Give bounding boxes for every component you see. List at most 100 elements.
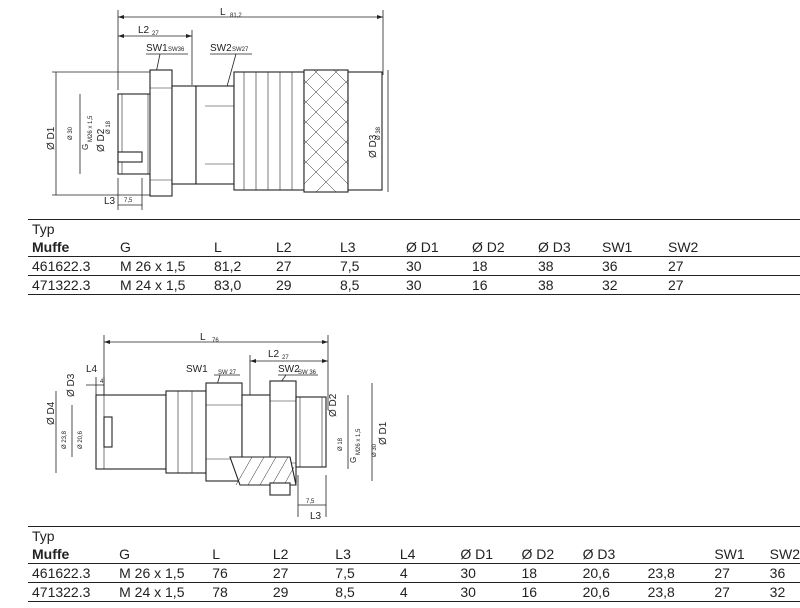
table-cell: M 24 x 1,5: [115, 582, 209, 602]
table-cell: 30: [402, 275, 468, 295]
typ-label: Typ: [28, 526, 800, 545]
typ-label: Typ: [28, 219, 800, 238]
dim-L2-label: L2: [268, 349, 280, 360]
table-cell: 471322.3: [28, 582, 116, 602]
table-cell: 81,2: [210, 256, 272, 276]
table-row: 471322.3 M 24 x 1,5 78 29 8,5 4 30 16 20…: [28, 582, 800, 602]
header-cell: G: [119, 546, 130, 562]
dim-L4-value: 4: [100, 379, 104, 385]
dim-D1-label: Ø D1: [378, 421, 389, 445]
header-cell: SW1: [602, 239, 633, 255]
coupling-drawing-bottom-svg: L 76 L2 27 L4 4 SW1 SW 27 SW2 SW 36: [46, 332, 389, 522]
sw1-value: SW 27: [218, 370, 237, 376]
header-cell: SW2: [769, 546, 800, 562]
header-cell: Ø D2: [521, 546, 555, 562]
table-cell: 8,5: [336, 275, 402, 295]
header-cell: L3: [335, 546, 351, 562]
coupling-drawing-top: L 81,2 L2 27 SW1 SW36 SW2 SW27: [0, 0, 800, 215]
table-cell: 38: [534, 275, 598, 295]
dim-L2-value: 27: [152, 31, 159, 37]
table-cell: 20,6: [578, 582, 644, 602]
dim-L-label: L: [220, 7, 226, 18]
dim-D3-value: Ø 20,6: [78, 430, 84, 449]
dim-L2-label: L2: [138, 25, 150, 36]
sw1-label: SW1: [146, 43, 168, 54]
header-cell: Muffe: [32, 239, 70, 255]
header-cell: [644, 545, 711, 564]
table-header-row: Muffe G L L2 L3 L4 Ø D1 Ø D2 Ø D3 SW1 SW…: [28, 545, 800, 564]
table-cell: 38: [534, 256, 598, 276]
sw1-label: SW1: [186, 364, 208, 375]
sw2-label: SW2: [210, 43, 232, 54]
table-cell: 27: [710, 582, 766, 602]
table-cell: 32: [598, 275, 664, 295]
table-cell: 461622.3: [28, 563, 116, 583]
dim-D3-label: Ø D3: [66, 373, 77, 397]
table-cell: 27: [664, 256, 800, 276]
table-cell: 78: [208, 582, 269, 602]
table-cell: 36: [765, 563, 800, 583]
header-cell: G: [120, 239, 131, 255]
spec-table-top: Typ Muffe G L L2 L3 Ø D1 Ø D2 Ø D3 SW1 S…: [28, 219, 800, 295]
table-row: 461622.3 M 26 x 1,5 76 27 7,5 4 30 18 20…: [28, 563, 800, 583]
table-cell: 471322.3: [28, 275, 116, 295]
table-cell: 27: [272, 256, 336, 276]
header-cell: L2: [276, 239, 292, 255]
table-cell: 16: [517, 582, 579, 602]
dim-D1-label: Ø D1: [46, 126, 57, 150]
table-cell: 36: [598, 256, 664, 276]
table-cell: 30: [456, 563, 518, 583]
table-cell: 4: [395, 563, 457, 583]
coupling-drawing-bottom: L 76 L2 27 L4 4 SW1 SW 27 SW2 SW 36: [0, 325, 800, 525]
header-cell: L2: [272, 546, 289, 562]
header-cell: Ø D1: [406, 239, 439, 255]
header-cell: L: [212, 546, 221, 562]
table-cell: 29: [268, 582, 332, 602]
dim-L-value: 76: [212, 338, 219, 344]
dim-L3-label: L3: [104, 196, 116, 207]
table-cell: 27: [268, 563, 332, 583]
dim-G-value: M26 x 1,5: [356, 428, 362, 455]
dim-D2-value: Ø 18: [106, 120, 112, 134]
table-cell: 32: [765, 582, 800, 602]
dim-L-label: L: [200, 332, 206, 343]
dim-D2-value: Ø 18: [338, 437, 344, 451]
table-cell: 76: [208, 563, 269, 583]
table-cell: 27: [710, 563, 766, 583]
header-cell: L: [214, 239, 222, 255]
dim-D3-label: Ø D3: [368, 134, 379, 158]
dim-D1-value: Ø 30: [372, 443, 378, 457]
header-cell: Muffe: [32, 546, 70, 562]
header-cell: L3: [340, 239, 356, 255]
sw1-value: SW36: [168, 47, 185, 53]
table-row: 471322.3 M 24 x 1,5 83,0 29 8,5 30 16 38…: [28, 275, 800, 295]
table-cell: 30: [402, 256, 468, 276]
dim-L2-value: 27: [282, 355, 289, 361]
table-header-row: Muffe G L L2 L3 Ø D1 Ø D2 Ø D3 SW1 SW2: [28, 238, 800, 257]
spec-table-bottom: Typ Muffe G L L2 L3 L4 Ø D1 Ø D2 Ø D3 SW…: [28, 526, 800, 602]
sw2-label: SW2: [278, 364, 300, 375]
dim-D2-label: Ø D2: [96, 128, 107, 152]
dim-L3-value: 7,5: [124, 198, 133, 204]
table-cell: 23,8: [643, 563, 711, 583]
dim-D4-value: Ø 23,8: [62, 430, 68, 449]
table-cell: 18: [468, 256, 534, 276]
table-cell: 30: [456, 582, 518, 602]
dim-G-value: M26 x 1,5: [88, 115, 94, 142]
table-cell: 27: [664, 275, 800, 295]
header-cell: Ø D1: [460, 546, 494, 562]
header-cell: Ø D3: [582, 546, 616, 562]
table-cell: 16: [468, 275, 534, 295]
dim-D3-value: Ø 38: [376, 126, 382, 140]
table-cell: 4: [395, 582, 457, 602]
table-cell: 18: [517, 563, 579, 583]
dim-D1-value: Ø 30: [68, 126, 74, 140]
header-cell: Ø D2: [472, 239, 505, 255]
header-cell: SW2: [668, 239, 699, 255]
table-cell: 83,0: [210, 275, 272, 295]
table-cell: 20,6: [578, 563, 644, 583]
table-cell: M 24 x 1,5: [116, 275, 210, 295]
dim-L3-label: L3: [310, 511, 322, 522]
dim-D2-label: Ø D2: [328, 393, 339, 417]
header-cell: SW1: [714, 546, 745, 562]
